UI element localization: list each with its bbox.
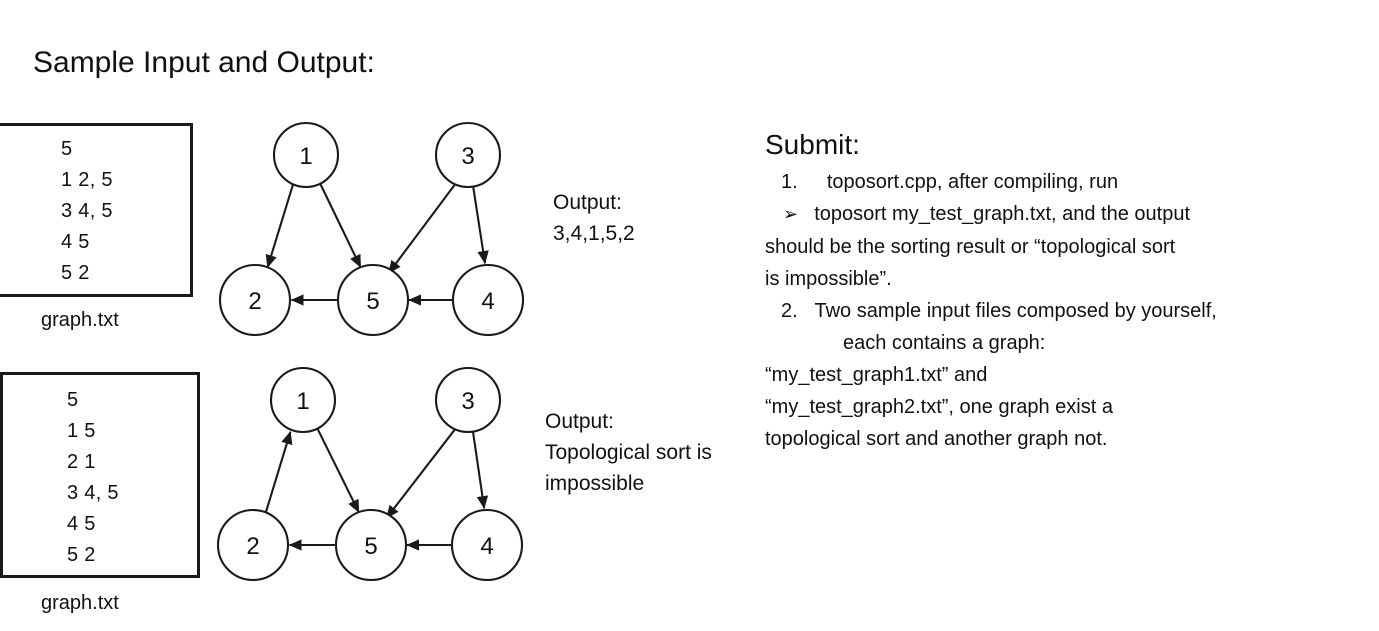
graph-nodes-2	[216, 366, 524, 582]
graph-node-label-3: 3	[461, 143, 474, 170]
submit-arrow-line-2: should be the sorting result or “topolog…	[765, 236, 1176, 258]
file-line: 1 2, 5	[61, 169, 113, 191]
submit-files-line-1: “my_test_graph1.txt” and	[765, 364, 988, 386]
graph-node-label-5: 5	[366, 288, 379, 315]
file-line: 4 5	[61, 231, 90, 253]
submit-files-line-2: “my_test_graph2.txt”, one graph exist a	[765, 396, 1113, 418]
graph-node-label-3: 3	[461, 388, 474, 415]
input-file-box-2: 5 1 5 2 1 3 4, 5 4 5 5 2	[0, 372, 200, 578]
graph-node-2	[218, 263, 292, 337]
edge-1-to-2	[265, 184, 295, 269]
file-line: 3 4, 5	[67, 482, 119, 504]
submit-arrow-line-1: ➢ toposort my_test_graph.txt, and the ou…	[765, 198, 1365, 231]
file-line: 1 5	[67, 420, 96, 442]
graph-node-label-2: 2	[246, 533, 259, 560]
graph-node-label-1: 1	[296, 388, 309, 415]
submit-files-line-3: topological sort and another graph not.	[765, 428, 1108, 450]
graph-node-label-5: 5	[364, 533, 377, 560]
edge-1-to-5	[319, 183, 362, 269]
submit-item-1: 1. toposort.cpp, after compiling, run	[765, 166, 1365, 198]
submit-item-2-text: Two sample input files composed by yours…	[814, 300, 1217, 322]
submit-item-2-continued: each contains a graph:	[843, 332, 1046, 354]
graph-node-label-1: 1	[299, 143, 312, 170]
graph-node-4	[450, 508, 524, 582]
submit-item-1-number: 1.	[781, 171, 798, 193]
graph-nodes-1	[218, 121, 525, 337]
file-line: 5 2	[67, 544, 96, 566]
edge-1-to-5	[316, 428, 360, 513]
edge-2-to-1	[264, 431, 293, 513]
output-value-1: 3,4,1,5,2	[553, 222, 635, 245]
file-line: 2 1	[67, 451, 96, 473]
graph-edges-2	[264, 428, 489, 551]
page-title: Sample Input and Output:	[33, 46, 375, 79]
submit-item-2: 2. Two sample input files composed by yo…	[765, 295, 1365, 327]
file-line: 3 4, 5	[61, 200, 113, 222]
file-line: 5 2	[61, 262, 90, 284]
input-file-box-1: 5 1 2, 5 3 4, 5 4 5 5 2	[0, 123, 193, 297]
graph-node-3	[434, 121, 502, 189]
edge-3-to-5	[385, 428, 456, 519]
file-line: 5	[67, 389, 79, 411]
edge-3-to-4	[471, 431, 489, 510]
graph-node-2	[216, 508, 290, 582]
output-label-1: Output:	[553, 191, 622, 214]
graph-node-1	[272, 121, 340, 189]
file-line: 4 5	[67, 513, 96, 535]
file-content-2: 5 1 5 2 1 3 4, 5 4 5 5 2	[3, 375, 197, 571]
edge-3-to-5	[387, 183, 457, 274]
submit-heading: Submit:	[765, 129, 860, 160]
submit-arrow-line-3: is impossible”.	[765, 268, 892, 290]
graph-edges-1	[265, 183, 489, 306]
graph-node-1	[269, 366, 337, 434]
graph-node-label-4: 4	[481, 288, 494, 315]
output-caption-2: Output: Topological sort is impossible	[545, 406, 770, 499]
submit-item-1-text: toposort.cpp, after compiling, run	[826, 171, 1119, 193]
submit-item-2-number: 2.	[781, 300, 798, 322]
graph-diagram-1: 1 3 2 5 4	[205, 110, 545, 350]
file-caption-2: graph.txt	[41, 592, 119, 614]
file-line: 5	[61, 138, 73, 160]
graph-node-4	[451, 263, 525, 337]
file-caption-1: graph.txt	[41, 309, 119, 331]
output-value-2: Topological sort is impossible	[545, 441, 712, 495]
output-caption-1: Output: 3,4,1,5,2	[553, 187, 773, 249]
graph-diagram-2: 1 3 2 5 4	[205, 355, 545, 595]
submit-section: Submit: 1. toposort.cpp, after compiling…	[765, 127, 1365, 455]
graph-node-5	[336, 263, 410, 337]
output-label-2: Output:	[545, 410, 614, 433]
edge-3-to-4	[472, 186, 489, 264]
graph-node-3	[434, 366, 502, 434]
graph-node-label-4: 4	[480, 533, 493, 560]
file-content-1: 5 1 2, 5 3 4, 5 4 5 5 2	[0, 126, 190, 289]
arrow-bullet-icon: ➢	[783, 204, 799, 225]
graph-node-5	[334, 508, 408, 582]
graph-node-label-2: 2	[248, 288, 261, 315]
submit-arrow-text-1: toposort my_test_graph.txt, and the outp…	[814, 203, 1191, 225]
